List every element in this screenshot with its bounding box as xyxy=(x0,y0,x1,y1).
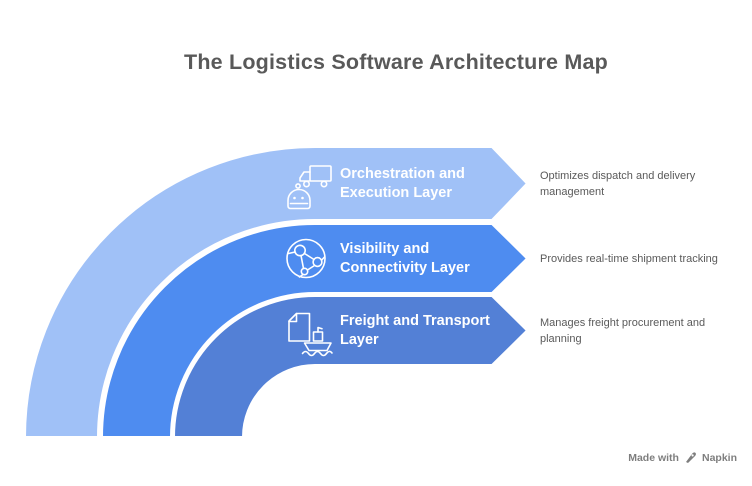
made-with-napkin-watermark[interactable]: Made with Napkin xyxy=(628,451,737,464)
layer-band-freight xyxy=(173,295,528,438)
layer-label-orchestration: Orchestration and Execution Layer xyxy=(340,166,465,201)
package-ship-icon xyxy=(288,312,333,357)
layer-label-freight: Freight and Transport Layer xyxy=(340,312,490,348)
made-with-label: Made with xyxy=(628,451,679,464)
layer-description-freight: Manages freight procurement and planning xyxy=(540,316,706,345)
napkin-pen-nib-icon xyxy=(685,452,696,463)
layer-band-orchestration xyxy=(24,146,528,438)
napkin-brand-label: Napkin xyxy=(701,451,737,464)
layer-description-visibility: Provides real-time shipment tracking xyxy=(540,252,718,265)
layer-band-visibility xyxy=(101,223,528,438)
layer-label-visibility: Visibility and Connectivity Layer xyxy=(340,240,470,276)
robot-truck-icon xyxy=(287,165,332,210)
globe-network-icon xyxy=(286,238,326,279)
page-title: The Logistics Software Architecture Map xyxy=(184,50,608,74)
layer-description-orchestration: Optimizes dispatch and delivery manageme… xyxy=(540,170,696,198)
